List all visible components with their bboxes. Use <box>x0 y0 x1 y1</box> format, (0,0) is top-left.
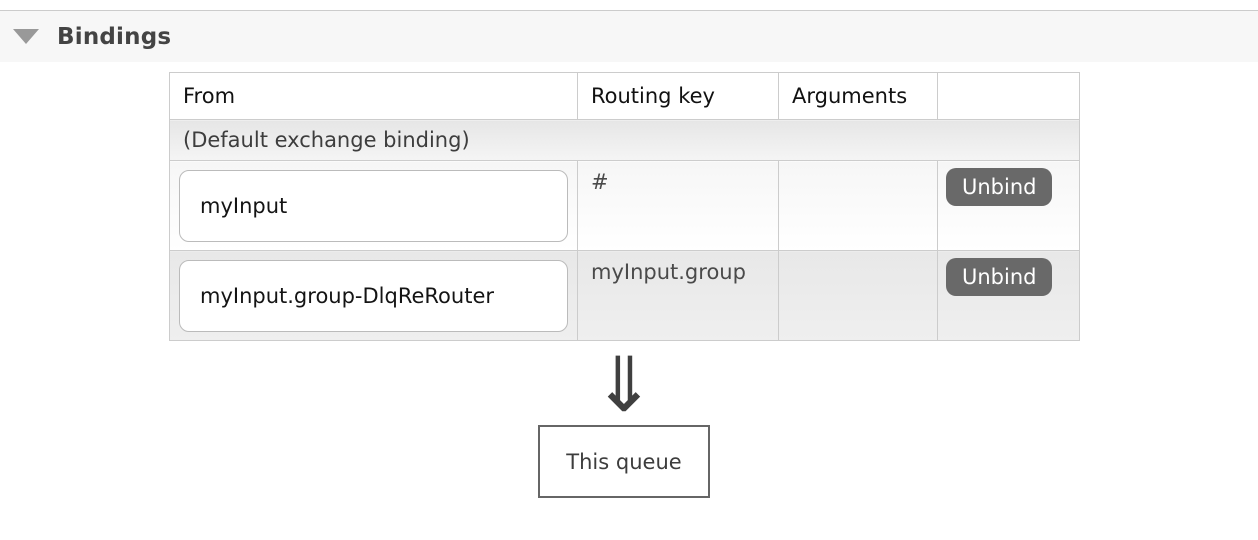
arguments-cell <box>778 250 938 341</box>
unbind-button[interactable]: Unbind <box>946 258 1053 296</box>
this-queue-box: This queue <box>538 425 710 498</box>
exchange-name-box[interactable]: myInput.group-DlqReRouter <box>179 259 568 332</box>
column-header-from: From <box>169 72 578 120</box>
bindings-table: From Routing key Arguments (Default exch… <box>169 72 1080 341</box>
section-title: Bindings <box>57 23 172 50</box>
action-cell: Unbind <box>937 160 1080 251</box>
unbind-button[interactable]: Unbind <box>946 168 1053 206</box>
routing-key-cell: myInput.group <box>577 250 779 341</box>
binding-target-diagram: ⇓ This queue <box>169 347 1079 498</box>
from-cell: myInput <box>169 160 578 251</box>
arguments-cell <box>778 160 938 251</box>
action-cell: Unbind <box>937 250 1080 341</box>
table-header-row: From Routing key Arguments <box>169 72 1080 120</box>
double-down-arrow-icon: ⇓ <box>592 340 656 429</box>
column-header-action <box>937 72 1080 120</box>
from-cell: myInput.group-DlqReRouter <box>169 250 578 341</box>
column-header-arguments: Arguments <box>778 72 938 120</box>
routing-key-cell: # <box>577 160 779 251</box>
table-row: myInput # Unbind <box>169 160 1080 251</box>
triangle-down-icon <box>13 29 39 44</box>
exchange-name-box[interactable]: myInput <box>179 169 568 242</box>
default-exchange-binding-row: (Default exchange binding) <box>169 119 1080 161</box>
table-row: myInput.group-DlqReRouter myInput.group … <box>169 250 1080 341</box>
bindings-section-body: From Routing key Arguments (Default exch… <box>169 72 1080 498</box>
column-header-routing-key: Routing key <box>577 72 779 120</box>
bindings-section-header[interactable]: Bindings <box>0 10 1258 62</box>
default-exchange-binding-label: (Default exchange binding) <box>169 119 1080 161</box>
